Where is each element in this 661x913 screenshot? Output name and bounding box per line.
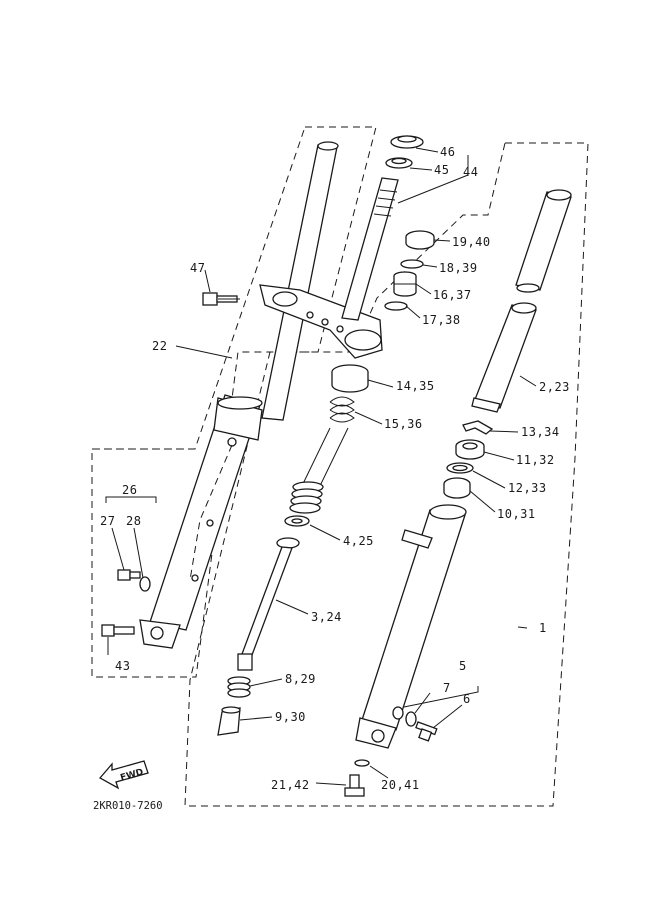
part-9-oil-lock [217,706,241,736]
part-21-drain-bolt [344,774,365,797]
part-20-washer [354,759,370,767]
callout-47: 47 [190,261,205,275]
callout-7: 7 [443,681,451,695]
part-46-ring-nut [390,135,424,149]
callout-20-41: 20,41 [381,778,420,792]
small-washer [392,706,404,720]
callout-46: 46 [440,145,455,159]
part-11-seal [455,439,485,460]
left-fork-group-outline [91,126,377,678]
part-19-cap [405,230,435,250]
callout-13-34: 13,34 [521,425,560,439]
callout-28: 28 [126,514,141,528]
part-10-bushing [443,477,471,499]
part-28-washer [139,576,151,592]
left-fork-inner-tube [261,141,339,421]
right-fork-outer-tube [355,504,467,749]
part-4-ring [284,515,310,527]
callout-5: 5 [459,659,467,673]
part-17-oring [384,301,408,311]
part-2-inner-tube-top [515,189,572,293]
callout-3-24: 3,24 [311,610,342,624]
callout-43: 43 [115,659,130,673]
callout-10-31: 10,31 [497,507,536,521]
part-27-bolt [117,569,141,581]
callout-12-33: 12,33 [508,481,547,495]
part-14-seat [331,364,369,393]
callout-22: 22 [152,339,167,353]
part-7-washer [405,711,417,727]
callout-19-40: 19,40 [452,235,491,249]
callout-45: 45 [434,163,449,177]
under-bracket [259,284,383,359]
main-spring-coils [289,481,324,514]
part-18-ring [400,259,424,269]
callout-4-25: 4,25 [343,534,374,548]
part-43-bolt [101,624,135,637]
callout-44: 44 [463,165,478,179]
right-fork-group-outline [184,142,589,807]
leader-lines [105,147,537,786]
part-13-clip [462,420,494,435]
part-45-washer [385,157,413,169]
callout-1: 1 [539,621,547,635]
part-6-bolt [415,721,438,742]
part-12-washer [446,462,474,474]
diagram-code: 2KR010-7260 [93,800,163,812]
part-2-inner-tube-bottom [471,302,537,413]
callout-6: 6 [463,692,471,706]
left-fork-axle-dash [189,444,233,581]
left-fork-outer-tube [139,394,263,649]
callout-27: 27 [100,514,115,528]
part-16-collar [393,271,417,297]
spring-rod-line [299,427,331,491]
part-15-spring [329,396,355,423]
callout-2-23: 2,23 [539,380,570,394]
callout-18-39: 18,39 [439,261,478,275]
part-8-spring [227,676,251,698]
part-3-damper-rod [237,537,300,671]
callout-15-36: 15,36 [384,417,423,431]
spring-rod-line-2 [317,427,349,491]
callout-14-35: 14,35 [396,379,435,393]
steering-stem [341,177,399,321]
callout-8-29: 8,29 [285,672,316,686]
callout-9-30: 9,30 [275,710,306,724]
fwd-arrow-icon: FWD [98,760,149,790]
callout-17-38: 17,38 [422,313,461,327]
callout-16-37: 16,37 [433,288,472,302]
callout-11-32: 11,32 [516,453,555,467]
callout-21-42: 21,42 [271,778,310,792]
callout-26: 26 [122,483,137,497]
